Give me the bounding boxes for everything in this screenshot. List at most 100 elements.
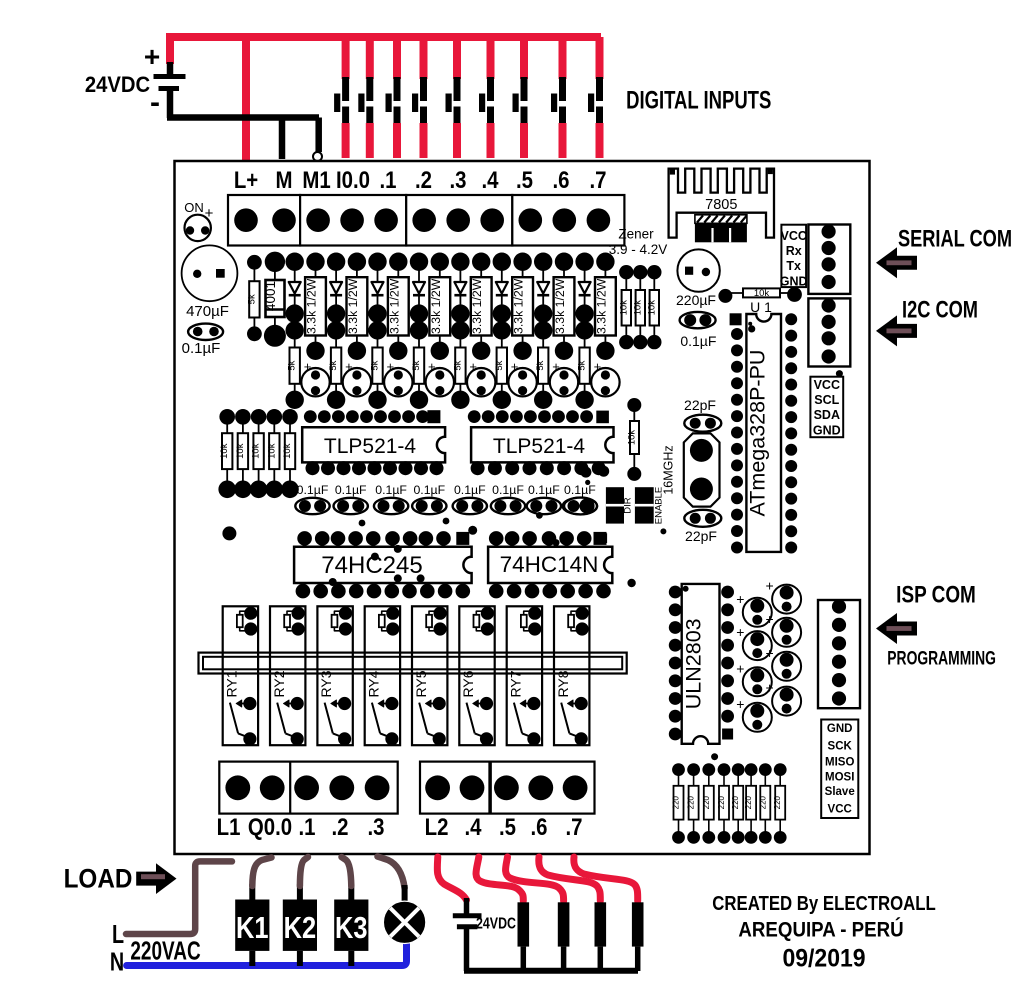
svg-text:220µF: 220µF [676, 292, 716, 308]
svg-text:.1: .1 [379, 166, 396, 193]
svg-text:3.3k 1/2W: 3.3k 1/2W [429, 278, 443, 334]
svg-text:RY1: RY1 [224, 670, 240, 697]
svg-text:.1: .1 [298, 813, 315, 840]
svg-text:10k: 10k [754, 288, 770, 299]
svg-text:MOSI: MOSI [825, 772, 854, 784]
svg-text:5k: 5k [411, 360, 422, 370]
svg-text:470µF: 470µF [186, 303, 229, 320]
svg-text:RY3: RY3 [318, 670, 334, 697]
svg-text:24VDC: 24VDC [476, 914, 516, 932]
svg-text:5k: 5k [494, 360, 505, 370]
svg-text:GND: GND [780, 275, 808, 289]
svg-text:3.3k 1/2W: 3.3k 1/2W [470, 278, 484, 334]
svg-text:+: + [594, 359, 602, 374]
svg-text:0.1µF: 0.1µF [375, 483, 407, 497]
svg-text:ATmega328P-PU: ATmega328P-PU [746, 350, 770, 517]
svg-text:+: + [387, 359, 395, 374]
svg-text:24VDC: 24VDC [85, 73, 150, 97]
svg-text:L1: L1 [217, 813, 241, 840]
svg-text:0.1µF: 0.1µF [413, 483, 445, 497]
svg-text:3.3k 1/2W: 3.3k 1/2W [346, 278, 360, 334]
svg-text:ON: ON [184, 200, 204, 215]
svg-text:RY4: RY4 [366, 670, 382, 697]
svg-text:RY5: RY5 [413, 670, 429, 697]
svg-text:.5: .5 [516, 166, 533, 193]
svg-text:3.9 - 4.2V: 3.9 - 4.2V [609, 242, 668, 257]
svg-text:ISP COM: ISP COM [896, 580, 976, 608]
svg-text:0.1µF: 0.1µF [454, 483, 486, 497]
svg-text:.5: .5 [499, 813, 516, 840]
svg-text:+: + [304, 359, 312, 374]
svg-text:.2: .2 [415, 166, 432, 193]
svg-text:5k: 5k [287, 360, 298, 370]
svg-text:L: L [112, 919, 124, 948]
svg-text:TLP521-4: TLP521-4 [493, 435, 586, 458]
svg-text:.4: .4 [481, 166, 499, 193]
svg-text:MISO: MISO [825, 757, 854, 769]
svg-text:L2: L2 [425, 813, 449, 840]
svg-text:AREQUIPA - PERÚ: AREQUIPA - PERÚ [738, 916, 903, 942]
svg-text:RY7: RY7 [508, 670, 524, 697]
svg-text:+: + [736, 660, 744, 676]
svg-text:K1: K1 [236, 911, 268, 946]
svg-text:10k: 10k [627, 430, 638, 446]
svg-text:10k: 10k [282, 443, 293, 459]
svg-text:5k: 5k [535, 360, 546, 370]
svg-text:M: M [275, 166, 292, 193]
svg-text:220: 220 [758, 795, 767, 809]
svg-text:.6: .6 [530, 813, 547, 840]
svg-text:DIGITAL INPUTS: DIGITAL INPUTS [626, 86, 771, 114]
svg-text:N: N [110, 947, 124, 976]
svg-text:Rx: Rx [786, 244, 802, 258]
svg-text:3.3k 1/2W: 3.3k 1/2W [305, 278, 319, 334]
svg-text:GND: GND [813, 424, 841, 438]
svg-text:K2: K2 [284, 911, 316, 946]
svg-text:.6: .6 [552, 166, 569, 193]
svg-text:74HC14N: 74HC14N [500, 552, 599, 577]
svg-text:0.1µF: 0.1µF [680, 333, 716, 349]
svg-text:I0.0: I0.0 [336, 166, 370, 193]
svg-text:I2C COM: I2C COM [902, 296, 978, 323]
svg-text:+: + [428, 359, 436, 374]
svg-text:.7: .7 [565, 813, 582, 840]
svg-text:+: + [552, 359, 560, 374]
svg-text:M1: M1 [302, 166, 330, 193]
svg-text:Q0.0: Q0.0 [248, 813, 292, 840]
svg-text:L+: L+ [234, 166, 258, 193]
svg-text:10k: 10k [646, 300, 657, 316]
svg-text:220VAC: 220VAC [130, 936, 200, 966]
svg-text:220: 220 [744, 795, 753, 809]
svg-text:220: 220 [731, 795, 740, 809]
svg-text:10k: 10k [251, 443, 262, 459]
svg-text:220: 220 [672, 795, 681, 809]
svg-text:-: - [150, 86, 160, 119]
svg-text:220: 220 [702, 795, 711, 809]
svg-text:+: + [511, 359, 519, 374]
svg-text:09/2019: 09/2019 [782, 945, 865, 973]
svg-text:16MGHz: 16MGHz [662, 445, 676, 494]
svg-text:CREATED By ELECTROALL: CREATED By ELECTROALL [712, 892, 935, 915]
svg-text:TLP521-4: TLP521-4 [324, 435, 417, 458]
svg-text:10k: 10k [219, 443, 230, 459]
svg-text:5k: 5k [370, 360, 381, 370]
svg-text:DIR: DIR [623, 497, 634, 514]
svg-text:3.3k 1/2W: 3.3k 1/2W [512, 278, 526, 334]
svg-text:.2: .2 [331, 813, 348, 840]
svg-text:0.1µF: 0.1µF [335, 483, 367, 497]
svg-text:SCL: SCL [814, 393, 839, 407]
svg-text:VCC: VCC [814, 378, 840, 392]
svg-text:3.3k 1/2W: 3.3k 1/2W [387, 278, 401, 334]
svg-text:Tx: Tx [786, 259, 801, 273]
svg-text:10k: 10k [618, 300, 629, 316]
svg-text:3.3k 1/2W: 3.3k 1/2W [553, 278, 567, 334]
svg-text:220: 220 [717, 795, 726, 809]
svg-text:5k: 5k [577, 360, 588, 370]
svg-text:5k: 5k [246, 294, 257, 304]
svg-text:0.1µF: 0.1µF [182, 340, 221, 357]
svg-text:K3: K3 [335, 911, 367, 946]
svg-text:SCK: SCK [828, 741, 853, 753]
svg-text:RY8: RY8 [555, 670, 571, 697]
svg-text:+: + [345, 359, 353, 374]
svg-text:SERIAL COM: SERIAL COM [898, 225, 1012, 252]
svg-text:+: + [766, 645, 774, 661]
